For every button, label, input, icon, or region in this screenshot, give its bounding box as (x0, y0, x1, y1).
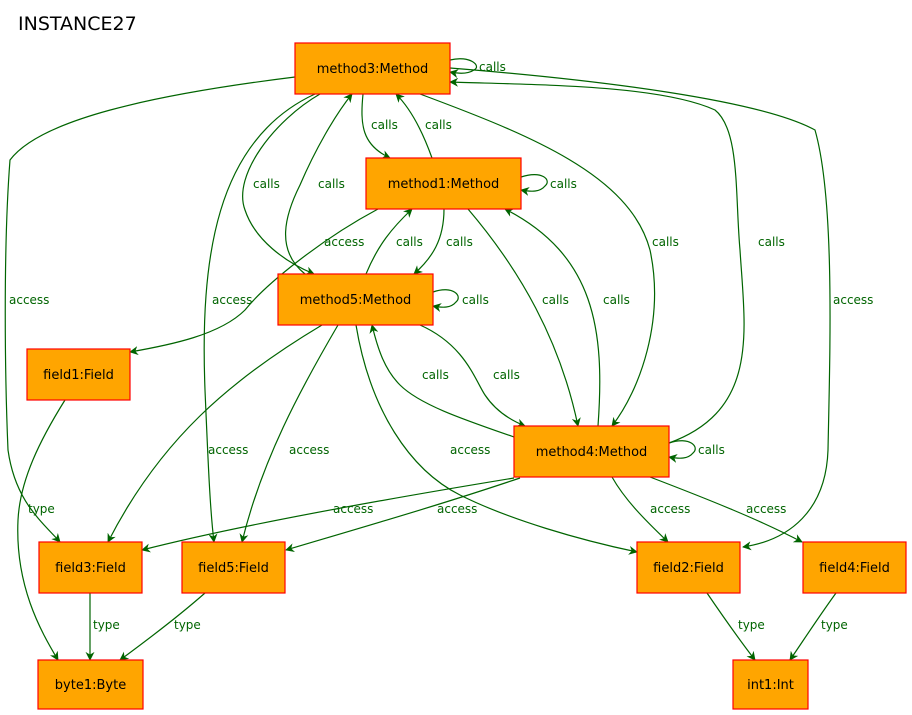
node-field4[interactable]: field4:Field (802, 541, 907, 594)
edge-label-method1-method4: calls (542, 293, 569, 307)
node-method1-label: method1:Method (388, 177, 500, 192)
edges-layer: calls calls calls calls calls calls call… (4, 58, 873, 661)
edge-label-field5-byte1: type (174, 618, 201, 632)
edge-method3-field2 (449, 67, 831, 551)
node-byte1[interactable]: byte1:Byte (37, 659, 144, 710)
node-field2-label: field2:Field (653, 561, 724, 576)
edge-method4-field3 (141, 477, 515, 553)
edge-method4-field5 (285, 477, 521, 553)
edge-method4-method3 (449, 77, 745, 444)
edge-label-method4-field2: access (650, 502, 690, 516)
node-method4[interactable]: method4:Method (513, 425, 670, 478)
node-field5-box (181, 541, 286, 594)
edge-label-method4-method1: calls (603, 293, 630, 307)
edge-label-method5-method3: calls (318, 177, 345, 191)
edge-label-method4-self: calls (698, 443, 725, 457)
node-field4-box (802, 541, 907, 594)
node-int1-label: int1:Int (747, 678, 794, 693)
edge-method1-self (520, 174, 548, 196)
edge-method3-field5 (203, 93, 316, 543)
edge-label-method3-field5: access (212, 293, 252, 307)
node-field3-label: field3:Field (55, 561, 126, 576)
edge-label-method1-field1: access (324, 235, 364, 249)
edge-method5-field2 (355, 324, 638, 555)
edge-method1-method4 (467, 208, 581, 427)
edge-method3-method1 (361, 93, 391, 159)
edge-label-method5-field5: access (289, 443, 329, 457)
edge-label-method4-field5: access (437, 502, 477, 516)
edge-method3-method4 (419, 93, 656, 427)
edge-label-method3-method5: calls (253, 177, 280, 191)
edge-label-field2-int1: type (738, 618, 765, 632)
edge-label-field3-byte1: type (93, 618, 120, 632)
node-field5-label: field5:Field (198, 561, 269, 576)
node-field1-box (26, 348, 131, 401)
node-method4-label: method4:Method (536, 445, 648, 460)
edge-label-method3-field3: access (9, 293, 49, 307)
node-byte1-box (37, 659, 144, 710)
node-field4-label: field4:Field (819, 561, 890, 576)
edge-label-method4-field4: access (746, 502, 786, 516)
nodes-layer: method3:Method method1:Method method5:Me… (26, 42, 907, 710)
node-method3-box (294, 42, 451, 95)
edge-method1-method5 (413, 208, 445, 275)
edge-label-method3-method1: calls (371, 118, 398, 132)
edge-method4-field2 (611, 476, 669, 543)
edge-label-method3-method4: calls (652, 235, 679, 249)
node-field5[interactable]: field5:Field (181, 541, 286, 594)
node-method3-label: method3:Method (317, 62, 429, 77)
node-method1[interactable]: method1:Method (365, 157, 522, 210)
edge-label-method1-self: calls (550, 177, 577, 191)
edge-method5-self (432, 289, 459, 313)
edge-label-method4-method5: calls (422, 368, 449, 382)
node-int1[interactable]: int1:Int (732, 659, 809, 710)
edge-label-method5-self: calls (462, 293, 489, 307)
edge-method4-method1 (504, 208, 601, 427)
edge-method1-field1 (129, 208, 379, 356)
edge-label-method5-field2: access (450, 443, 490, 457)
edge-field1-byte1 (17, 399, 66, 661)
node-field3-box (38, 541, 143, 594)
node-method5-label: method5:Method (300, 293, 412, 308)
node-field1-label: field1:Field (43, 368, 114, 383)
edge-label-method5-method4: calls (493, 368, 520, 382)
edge-label-field4-int1: type (821, 618, 848, 632)
edge-method5-field3 (107, 324, 323, 543)
edge-field4-int1 (789, 592, 837, 661)
node-method4-box (513, 425, 670, 478)
edge-method3-method5 (242, 93, 321, 276)
node-method1-box (365, 157, 522, 210)
edge-method1-method3 (395, 93, 433, 159)
edge-label-method4-method3: calls (758, 235, 785, 249)
node-field2-box (636, 541, 741, 594)
edge-label-method5-field3: access (208, 443, 248, 457)
diagram-title: INSTANCE27 (18, 13, 137, 35)
edge-label-method4-field3: access (333, 502, 373, 516)
edge-label-method5-method1: calls (396, 235, 423, 249)
edge-method3-self (449, 58, 478, 79)
node-field1[interactable]: field1:Field (26, 348, 131, 401)
edge-label-method3-field2: access (833, 293, 873, 307)
node-method5[interactable]: method5:Method (277, 273, 434, 326)
node-byte1-label: byte1:Byte (55, 678, 126, 693)
edge-label-method1-method3: calls (425, 118, 452, 132)
edge-method5-field5 (239, 324, 339, 543)
edge-method3-field3 (4, 76, 296, 543)
edge-label-method1-method5: calls (446, 235, 473, 249)
edge-method5-method3 (284, 93, 353, 275)
edge-field5-byte1 (119, 592, 206, 661)
edge-method4-self (668, 440, 696, 463)
edge-label-field1-byte1: type (28, 502, 55, 516)
edge-field2-int1 (706, 592, 756, 661)
node-field2[interactable]: field2:Field (636, 541, 741, 594)
edge-method5-method4 (419, 324, 526, 428)
node-int1-box (732, 659, 809, 710)
node-method3[interactable]: method3:Method (294, 42, 451, 95)
node-field3[interactable]: field3:Field (38, 541, 143, 594)
edge-method4-method5 (369, 324, 515, 438)
edge-method5-method1 (365, 208, 413, 275)
edge-method4-field4 (649, 476, 803, 543)
node-method5-box (277, 273, 434, 326)
